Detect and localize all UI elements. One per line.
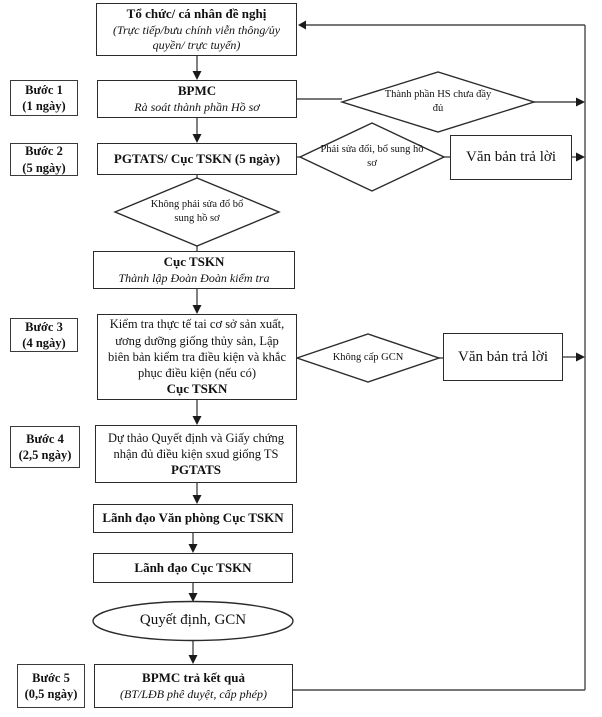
decision-label-incomplete: Thành phần HS chưa đầy đủ bbox=[384, 89, 492, 114]
decision-shapes bbox=[92, 71, 537, 642]
arrowhead-right-icon bbox=[576, 152, 585, 162]
node-title: Tổ chức/ cá nhân đề nghị bbox=[126, 6, 267, 22]
step-label-3: Bước 3 (4 ngày) bbox=[10, 318, 78, 352]
node-leader-dept: Lãnh đạo Cục TSKN bbox=[93, 553, 293, 583]
arrowhead-down-icon bbox=[188, 655, 198, 664]
arrowhead-down-icon bbox=[188, 593, 198, 602]
step-label-2: Bước 2 (5 ngày) bbox=[10, 143, 78, 176]
decision-diamond-no-gcn bbox=[294, 333, 442, 383]
node-cuc-tskn: Cục TSKN Thành lập Đoàn Đoàn kiểm tra bbox=[93, 251, 295, 289]
node-body: Dự thảo Quyết định và Giấy chứng nhận đủ… bbox=[107, 430, 284, 461]
step-duration: (1 ngày) bbox=[22, 99, 66, 113]
node-title: PGTATS/ Cục TSKN (5 ngày) bbox=[113, 150, 281, 166]
node-subtitle: Thành lập Đoàn Đoàn kiểm tra bbox=[118, 270, 270, 285]
decision-label-no-amend: Không phải sửa đổ bổ sung hồ sơ bbox=[150, 199, 244, 224]
step-duration: (4 ngày) bbox=[22, 336, 66, 350]
node-subtitle: (BT/LĐB phê duyệt, cấp phép) bbox=[120, 686, 267, 701]
node-bpmc: BPMC Rà soát thành phần Hồ sơ bbox=[97, 80, 297, 118]
step-label-text: Bước 4 bbox=[26, 431, 64, 446]
node-result: BPMC trả kết quả (BT/LĐB phê duyệt, cấp … bbox=[94, 664, 293, 708]
node-leader-office: Lãnh đạo Văn phòng Cục TSKN bbox=[93, 504, 293, 533]
node-title: Cục TSKN bbox=[163, 254, 225, 270]
node-draft: Dự thảo Quyết định và Giấy chứng nhận đủ… bbox=[95, 425, 297, 483]
node-title: BPMC trả kết quả bbox=[142, 670, 245, 686]
arrowhead-down-icon bbox=[192, 416, 202, 425]
node-reply-letter-1: Văn bản trả lời bbox=[450, 135, 572, 180]
node-subtitle: (Trực tiếp/bưu chính viễn thông/ủy quyền… bbox=[112, 22, 281, 52]
arrowhead-down-icon bbox=[188, 544, 198, 553]
decision-diamond-incomplete bbox=[339, 71, 537, 133]
node-subtitle: Rà soát thành phần Hồ sơ bbox=[134, 99, 260, 114]
step-label-1: Bước 1 (1 ngày) bbox=[10, 80, 78, 116]
node-title: Lãnh đạo Cục TSKN bbox=[134, 559, 252, 575]
step-duration: (5 ngày) bbox=[22, 160, 66, 175]
step-label-5: Bước 5 (0,5 ngày) bbox=[17, 664, 85, 708]
node-request: Tổ chức/ cá nhân đề nghị (Trực tiếp/bưu … bbox=[96, 3, 297, 56]
node-title: Văn bản trả lời bbox=[466, 149, 556, 166]
node-pgtats: PGTATS/ Cục TSKN (5 ngày) bbox=[97, 143, 297, 175]
arrowheads bbox=[188, 20, 585, 664]
node-decision-gcn-label: Quyết định, GCN bbox=[139, 612, 247, 628]
decision-gcn-ellipse bbox=[92, 600, 294, 642]
node-footer: Cục TSKN bbox=[166, 381, 228, 397]
arrowhead-down-icon bbox=[192, 134, 202, 143]
node-title: BPMC bbox=[177, 83, 217, 99]
decision-diamond-must-amend bbox=[298, 122, 446, 192]
arrowhead-left-icon bbox=[298, 20, 306, 30]
decision-label-must-amend: Phải sửa đổi, bổ sung hồ sơ bbox=[320, 144, 424, 169]
node-inspection: Kiểm tra thực tế tai cơ sở sản xuất, ươn… bbox=[97, 314, 297, 400]
node-reply-letter-2: Văn bản trả lời bbox=[443, 333, 563, 381]
arrowhead-down-icon bbox=[192, 305, 202, 314]
node-title: Lãnh đạo Văn phòng Cục TSKN bbox=[102, 510, 284, 526]
arrowhead-right-icon bbox=[576, 97, 585, 107]
arrowhead-down-icon bbox=[192, 495, 202, 504]
step-label-text: Bước 2 bbox=[25, 144, 63, 159]
step-duration: (2,5 ngày) bbox=[18, 448, 72, 462]
arrowhead-down-icon bbox=[192, 71, 202, 80]
arrowhead-right-icon bbox=[576, 352, 585, 362]
node-body: Kiểm tra thực tế tai cơ sở sản xuất, ươn… bbox=[107, 317, 287, 381]
step-label-text: Bước 1 bbox=[25, 82, 63, 97]
step-label-text: Bước 3 bbox=[25, 319, 63, 334]
step-duration: (0,5 ngày) bbox=[24, 687, 78, 701]
decision-diamond-no-amend bbox=[113, 177, 281, 247]
step-label-4: Bước 4 (2,5 ngày) bbox=[10, 426, 80, 468]
node-title: Văn bản trả lời bbox=[458, 348, 548, 365]
step-label-text: Bước 5 bbox=[32, 670, 70, 685]
node-footer: PGTATS bbox=[170, 462, 222, 478]
decision-label-no-gcn: Không cấp GCN bbox=[332, 352, 404, 363]
